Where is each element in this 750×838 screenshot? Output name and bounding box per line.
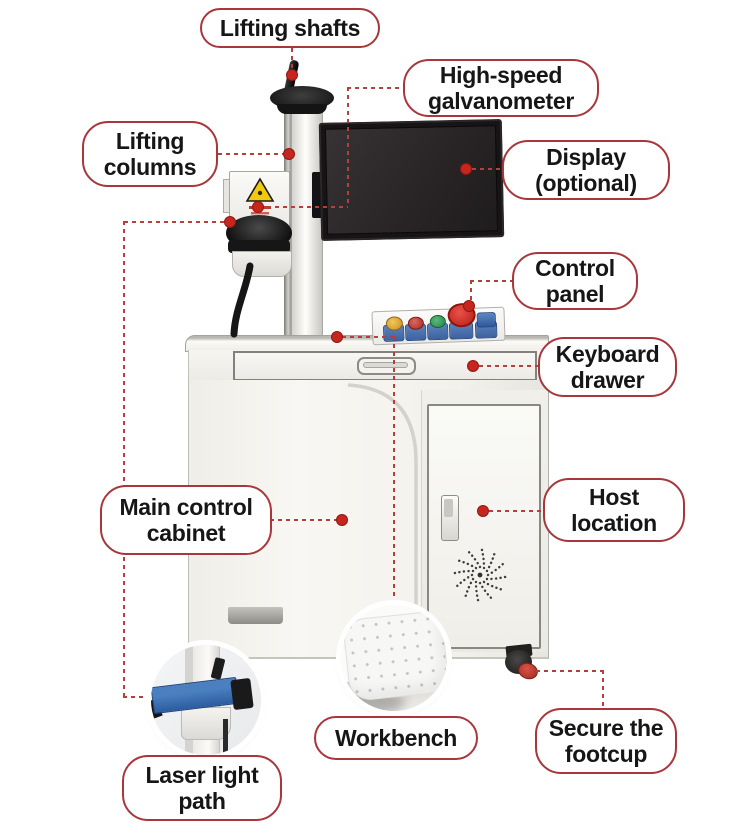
leader-lifting-columns (218, 153, 288, 155)
leader-dot-control-panel (463, 300, 475, 312)
leader-galvanometer-v (347, 87, 349, 207)
leader-footcup-h (536, 670, 603, 672)
label-secure-the-footcup: Secure the footcup (535, 708, 677, 774)
leader-footcup-v (602, 670, 604, 708)
label-lifting-columns: Lifting columns (82, 121, 218, 187)
label-text: Laser light (145, 762, 259, 788)
leader-dot-laser-path (224, 216, 236, 228)
host-door-handle (441, 495, 459, 541)
label-text: Main control (119, 494, 253, 520)
handwheel-rim (277, 104, 327, 114)
drawer-handle (357, 357, 416, 375)
label-keyboard-drawer: Keyboard drawer (538, 337, 677, 397)
label-text: Control (535, 255, 615, 281)
label-text: cabinet (146, 520, 226, 546)
label-text: Host (589, 484, 639, 510)
label-host-location: Host location (543, 478, 685, 542)
galvanometer-band (228, 240, 290, 253)
leader-laser-path-v (123, 221, 125, 698)
label-main-control-cabinet: Main control cabinet (100, 485, 272, 555)
label-lifting-shafts: Lifting shafts (200, 8, 380, 48)
leader-dot-workbench (331, 331, 343, 343)
label-text: drawer (570, 367, 645, 393)
label-text: panel (545, 281, 605, 307)
label-display-optional: Display (optional) (502, 140, 670, 200)
control-panel-box (371, 302, 506, 346)
leader-workbench-v (393, 336, 395, 607)
lifting-column (291, 95, 323, 338)
leader-lifting-shafts (291, 48, 293, 72)
leader-dot-main-cabinet (336, 514, 348, 526)
leader-dot-galvanometer (252, 201, 264, 213)
leader-dot-keyboard-drawer (467, 360, 479, 372)
label-text: columns (103, 154, 197, 180)
label-laser-light-path: Laser light path (122, 755, 282, 821)
label-text: Lifting (115, 128, 185, 154)
label-text: Display (546, 144, 626, 170)
laser-path-inset (151, 645, 261, 755)
label-text: footcup (564, 741, 648, 767)
leader-laser-path-h2 (123, 696, 157, 698)
leader-galvanometer-h2 (259, 206, 348, 208)
leader-dot-host-location (477, 505, 489, 517)
laser-tube-end (230, 677, 254, 711)
leader-keyboard-drawer (479, 365, 538, 367)
ventilation-fan-icon (449, 544, 511, 606)
workbench-inset (341, 605, 447, 711)
key-switch (476, 312, 497, 328)
label-text: path (178, 788, 226, 814)
label-text: Lifting shafts (219, 15, 361, 41)
label-text: Keyboard (555, 341, 660, 367)
inset-rod (223, 719, 228, 755)
label-text: galvanometer (428, 88, 574, 114)
leader-display (472, 168, 502, 170)
workbench-surface (341, 609, 447, 703)
leader-galvanometer-h1 (347, 87, 403, 89)
label-workbench: Workbench (314, 716, 478, 760)
leader-workbench-h (342, 336, 394, 338)
label-text: Secure the (548, 715, 664, 741)
label-high-speed-galvanometer: High-speed galvanometer (403, 59, 599, 117)
leader-control-panel-v (470, 280, 472, 302)
label-text: location (571, 510, 657, 536)
laser-head-cable (230, 262, 254, 338)
label-control-panel: Control panel (512, 252, 638, 310)
head-bracket (232, 251, 292, 277)
leader-dot-lifting-shafts (286, 69, 298, 81)
leader-laser-path-h1 (124, 221, 226, 223)
leader-dot-lifting-columns (283, 148, 295, 160)
label-text: High-speed (439, 62, 563, 88)
leader-dot-display (460, 163, 472, 175)
monitor-screen (324, 125, 499, 235)
leader-host-location (489, 510, 543, 512)
leader-main-cabinet (270, 519, 338, 521)
cabinet-foot (228, 607, 283, 624)
label-text: Workbench (334, 725, 458, 751)
leader-control-panel-h (470, 280, 512, 282)
label-text: (optional) (535, 170, 637, 196)
cabinet-seam (347, 383, 418, 652)
